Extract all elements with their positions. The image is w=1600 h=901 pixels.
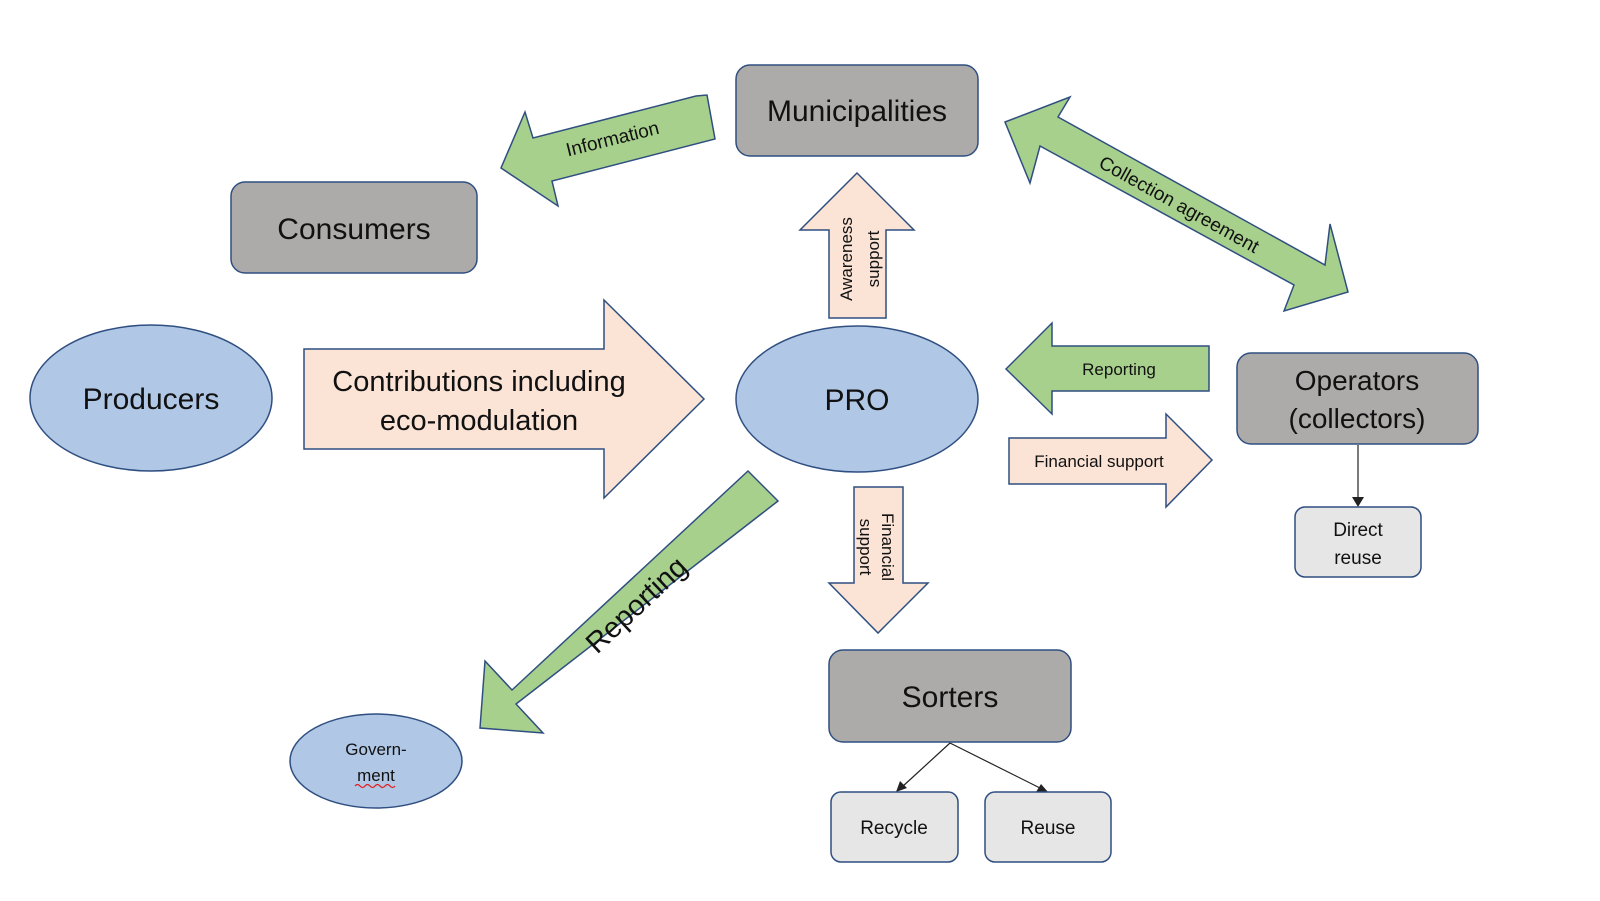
arrowhead-icon: [1352, 497, 1364, 507]
connector-lines: [896, 445, 1364, 792]
producers-label: Producers: [83, 383, 220, 416]
sorters-to-reuse-connector: [949, 742, 1041, 789]
reporting-government-label: Reporting: [580, 551, 694, 660]
collection-agreement-arrow: Collection agreement: [1004, 95, 1349, 313]
information-arrow: Information: [500, 94, 716, 208]
sorters-to-recycle-connector: [901, 742, 951, 788]
reporting-government-arrow: Reporting: [479, 469, 780, 734]
arrowhead-icon: [896, 781, 907, 792]
awareness-support-label-line2: support: [864, 230, 883, 287]
consumers-node: Consumers: [230, 181, 478, 274]
financial-support-sorters-arrow: Financial support: [827, 486, 930, 635]
direct-reuse-node: Direct reuse: [1294, 506, 1422, 578]
financial-support-sorters-label-line1: Financial: [878, 513, 897, 581]
recycle-node: Recycle: [830, 791, 959, 863]
reporting-operators-label: Reporting: [1082, 360, 1156, 379]
government-label-line2: ment: [357, 766, 395, 785]
operators-label-line2: (collectors): [1289, 403, 1426, 434]
collection-agreement-label: Collection agreement: [1095, 152, 1263, 258]
contributions-arrow: Contributions including eco-modulation: [303, 298, 706, 500]
consumers-label: Consumers: [277, 213, 430, 246]
municipalities-label: Municipalities: [767, 95, 947, 128]
awareness-support-arrow: Awareness support: [798, 171, 916, 319]
awareness-support-label-line1: Awareness: [837, 217, 856, 301]
contributions-label-line1: Contributions including: [332, 366, 625, 398]
spellcheck-squiggle-icon: [354, 783, 396, 789]
direct-reuse-label-line2: reuse: [1334, 548, 1382, 569]
sorters-label: Sorters: [902, 681, 999, 714]
recycle-label: Recycle: [860, 818, 928, 839]
financial-support-operators-arrow: Financial support: [1008, 412, 1214, 509]
contributions-label-line2: eco-modulation: [380, 405, 578, 437]
government-label-line1: Govern-: [345, 740, 406, 759]
government-node: Govern- ment: [289, 713, 463, 809]
operators-label-line1: Operators: [1295, 365, 1420, 396]
reuse-node: Reuse: [984, 791, 1112, 863]
sorters-node: Sorters: [828, 649, 1072, 743]
municipalities-node: Municipalities: [735, 64, 979, 157]
reporting-operators-arrow: Reporting: [1004, 321, 1210, 416]
pro-node: PRO: [735, 325, 979, 473]
operators-node: Operators (collectors): [1236, 352, 1479, 445]
pro-label: PRO: [824, 384, 889, 417]
reuse-label: Reuse: [1021, 818, 1076, 839]
financial-support-operators-label: Financial support: [1034, 452, 1164, 471]
arrowhead-icon: [1036, 784, 1048, 792]
financial-support-sorters-label-line2: support: [856, 519, 875, 576]
direct-reuse-label-line1: Direct: [1333, 520, 1383, 541]
producers-node: Producers: [29, 324, 273, 472]
